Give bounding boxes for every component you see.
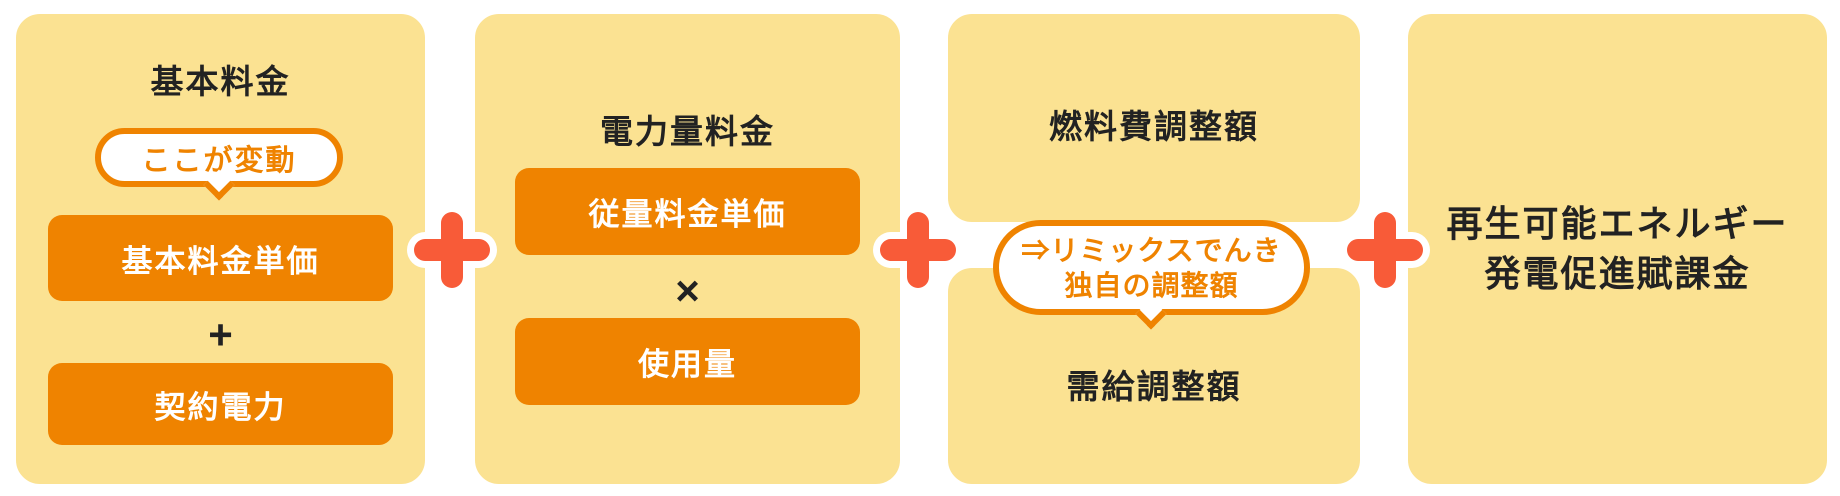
fuel-adjustment-title: 燃料費調整額 <box>1049 108 1259 145</box>
remix-adjustment-bubble-line1: ⇒リミックスでんき <box>1021 234 1282 266</box>
energy-charge-title: 電力量料金 <box>600 113 775 150</box>
renewable-levy-title-line1: 再生可能エネルギー <box>1446 203 1789 244</box>
plus-connector-icon <box>1340 205 1430 295</box>
remix-adjustment-bubble-line2: 独自の調整額 <box>1064 269 1239 301</box>
contract-power-label: 契約電力 <box>154 389 287 425</box>
usage-amount-box: 使用量 <box>515 318 860 405</box>
supply-demand-adjustment-title: 需給調整額 <box>1066 368 1242 405</box>
usage-unit-price-label: 従量料金単価 <box>588 197 787 232</box>
usage-amount-label: 使用量 <box>638 347 737 382</box>
fuel-adjustment-card: 燃料費調整額 <box>938 4 1370 232</box>
renewable-levy-card: 再生可能エネルギー 発電促進賦課金 <box>1398 4 1837 494</box>
plus-connector-icon <box>407 205 497 295</box>
renewable-levy-title: 再生可能エネルギー 発電促進賦課金 <box>1408 14 1827 484</box>
plus-connector-icon <box>873 205 963 295</box>
energy-charge-card: 電力量料金 従量料金単価 × 使用量 <box>465 4 910 494</box>
basic-charge-card: 基本料金 ここが変動 基本料金単価 + 契約電力 <box>6 4 435 494</box>
basic-charge-title: 基本料金 <box>150 63 291 100</box>
basic-unit-price-label: 基本料金単価 <box>121 243 320 279</box>
plus-operator-text: + <box>208 311 233 358</box>
usage-unit-price-box: 従量料金単価 <box>515 168 860 255</box>
contract-power-box: 契約電力 <box>48 363 393 445</box>
basic-unit-price-box: 基本料金単価 <box>48 215 393 301</box>
renewable-levy-title-line2: 発電促進賦課金 <box>1484 253 1751 294</box>
multiply-operator-text: × <box>675 267 700 314</box>
